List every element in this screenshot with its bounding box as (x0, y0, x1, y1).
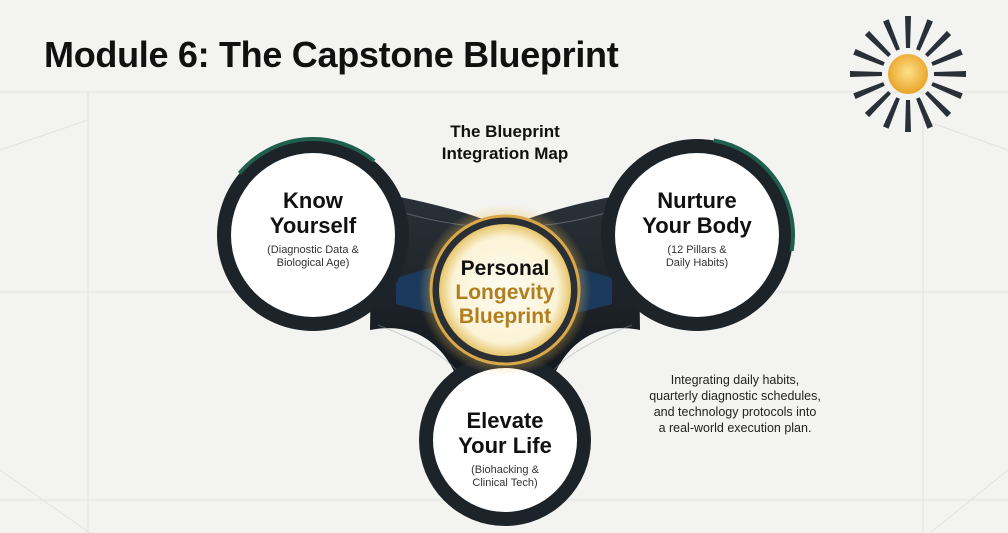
center-line-1: Personal (460, 257, 550, 280)
node-heading-line-2: Your Life (458, 433, 552, 458)
node-ring-accent-nurture-your-body (599, 137, 795, 333)
center-line-3: Blueprint (458, 305, 552, 328)
node-sub-line-1: (12 Pillars & (667, 244, 727, 256)
node-sub-line-1: (Biohacking & (471, 464, 539, 476)
node-sub-line-2: Clinical Tech) (472, 477, 538, 489)
map-title-line-1: The Blueprint (450, 122, 560, 141)
description-text: Integrating daily habits, quarterly diag… (610, 372, 860, 436)
node-heading-line-1: Elevate (466, 408, 544, 433)
node-heading-line-1: Know (283, 188, 343, 213)
node-heading-line-2: Your Body (642, 213, 752, 238)
node-sub-line-1: (Diagnostic Data & (267, 244, 359, 256)
page-title: Module 6: The Capstone Blueprint (44, 34, 619, 75)
center-line-2: Longevity (455, 281, 555, 304)
node-elevate-your-life (433, 368, 577, 512)
map-title: The Blueprint Integration Map (405, 121, 605, 165)
node-heading-line-2: Yourself (269, 213, 357, 238)
node-ring-accent-know-yourself (215, 137, 411, 333)
node-text-elevate-your-life: Elevate Your Life (Biohacking & Clinical… (430, 408, 580, 490)
center-node (439, 224, 571, 356)
center-text: Personal Longevity Blueprint (435, 257, 575, 329)
node-heading-line-1: Nurture (657, 188, 737, 213)
node-sub-line-2: Biological Age) (276, 257, 350, 269)
map-title-line-2: Integration Map (441, 144, 569, 163)
node-text-know-yourself: Know Yourself (Diagnostic Data & Biologi… (233, 188, 393, 270)
node-nurture-your-body (615, 153, 779, 317)
node-text-nurture-your-body: Nurture Your Body (12 Pillars & Daily Ha… (617, 188, 777, 270)
node-sub-line-2: Daily Habits) (665, 257, 729, 269)
description-line-1: Integrating daily habits, (670, 373, 800, 387)
description-line-4: a real-world execution plan. (658, 421, 812, 435)
description-line-3: and technology protocols into (653, 405, 817, 419)
node-know-yourself (231, 153, 395, 317)
sun-ring-logo-icon (850, 16, 966, 132)
description-line-2: quarterly diagnostic schedules, (649, 389, 821, 403)
